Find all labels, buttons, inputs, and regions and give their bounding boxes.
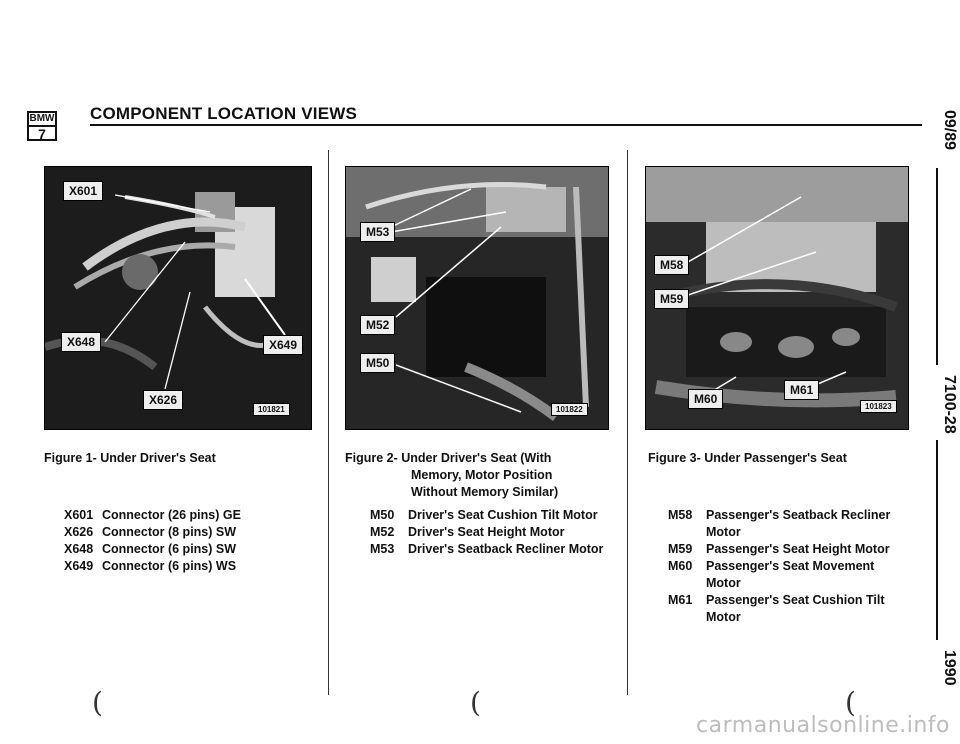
- legend-item: X601 Connector (26 pins) GE: [64, 507, 314, 524]
- legend-desc: Passenger's Seat Movement Motor: [706, 559, 875, 590]
- legend-code: M59: [668, 542, 693, 556]
- photo-number-1: 101821: [253, 403, 290, 416]
- legend-code: X601: [64, 508, 94, 522]
- callout-m52: M52: [360, 315, 396, 335]
- figure-3-caption: Figure 3- Under Passenger's Seat: [648, 451, 847, 465]
- legend-item: M50 Driver's Seat Cushion Tilt Motor: [370, 507, 620, 524]
- legend-desc: Driver's Seat Cushion Tilt Motor: [408, 508, 598, 522]
- callout-m50: M50: [360, 353, 396, 373]
- side-date-label: 09/89: [941, 110, 958, 151]
- legend-desc: Connector (8 pins) SW: [102, 525, 237, 539]
- legend-item: M58 Passenger's Seatback Recliner Motor: [668, 507, 893, 541]
- header-rule: [90, 124, 922, 126]
- callout-m59: M59: [654, 289, 690, 309]
- callout-m61: M61: [784, 380, 820, 400]
- legend-item: M61 Passenger's Seat Cushion Tilt Motor: [668, 592, 893, 626]
- side-rule-3: [936, 440, 938, 640]
- legend-desc: Passenger's Seatback Recliner Motor: [706, 508, 891, 539]
- legend-desc: Passenger's Seat Height Motor: [706, 542, 890, 556]
- watermark: carmanualsonline.info: [696, 713, 950, 738]
- figure-2-caption-line-3: Without Memory Similar): [411, 485, 559, 499]
- legend-code: M52: [370, 525, 395, 539]
- figure-2-photo: M53 M52 M50 101822: [345, 166, 609, 430]
- callout-m58: M58: [654, 255, 690, 275]
- page-title: COMPONENT LOCATION VIEWS: [90, 104, 358, 123]
- legend-code: X649: [64, 559, 94, 573]
- bmw-7-logo: BMW 7: [27, 111, 57, 142]
- column-divider-1: [328, 150, 329, 695]
- side-year-label: 1990: [941, 650, 958, 686]
- legend-item: M59 Passenger's Seat Height Motor: [668, 541, 893, 558]
- logo-series: 7: [38, 126, 46, 142]
- figure-1-photo: X601 X648 X649 X626 101821: [44, 166, 312, 430]
- legend-desc: Driver's Seat Height Motor: [408, 525, 565, 539]
- legend-code: X626: [64, 525, 94, 539]
- legend-desc: Passenger's Seat Cushion Tilt Motor: [706, 593, 885, 624]
- side-page-label: 7100-28: [941, 375, 958, 434]
- legend-item: X649 Connector (6 pins) WS: [64, 558, 314, 575]
- figure-1-caption: Figure 1- Under Driver's Seat: [44, 451, 216, 465]
- legend-item: X648 Connector (6 pins) SW: [64, 541, 314, 558]
- figure-3-photo: M58 M59 M60 M61 101823: [645, 166, 909, 430]
- callout-x649: X649: [263, 335, 304, 355]
- figure-3-legend: M58 Passenger's Seatback Recliner Motor M…: [668, 507, 893, 626]
- legend-desc: Connector (6 pins) SW: [102, 542, 237, 556]
- logo-brand: BMW: [29, 113, 55, 127]
- legend-item: M53 Driver's Seatback Recliner Motor: [370, 541, 620, 558]
- legend-desc: Driver's Seatback Recliner Motor: [408, 542, 604, 556]
- legend-code: M60: [668, 559, 693, 573]
- column-divider-2: [627, 150, 628, 695]
- legend-desc: Connector (6 pins) WS: [102, 559, 237, 573]
- side-rule-2: [936, 195, 938, 365]
- legend-item: M52 Driver's Seat Height Motor: [370, 524, 620, 541]
- legend-code: M50: [370, 508, 395, 522]
- side-rule-1: [936, 168, 938, 198]
- legend-code: M58: [668, 508, 693, 522]
- callout-m60: M60: [688, 389, 724, 409]
- callout-x601: X601: [63, 181, 104, 201]
- legend-item: M60 Passenger's Seat Movement Motor: [668, 558, 893, 592]
- binder-mark-right: (: [845, 686, 856, 719]
- legend-desc: Connector (26 pins) GE: [102, 508, 241, 522]
- callout-m53: M53: [360, 222, 396, 242]
- legend-item: X626 Connector (8 pins) SW: [64, 524, 314, 541]
- figure-2-caption-line-2: Memory, Motor Position: [411, 468, 553, 482]
- photo-number-3: 101823: [860, 400, 897, 413]
- figure-2-caption: Figure 2- Under Driver's Seat (With Memo…: [345, 450, 558, 501]
- legend-code: M53: [370, 542, 395, 556]
- figure-2-caption-line-1: Figure 2- Under Driver's Seat (With: [345, 451, 552, 465]
- legend-code: X648: [64, 542, 94, 556]
- binder-mark-left: (: [92, 686, 103, 719]
- callout-x626: X626: [143, 390, 184, 410]
- binder-mark-center: (: [470, 686, 481, 719]
- photo-number-2: 101822: [551, 403, 588, 416]
- legend-code: M61: [668, 593, 693, 607]
- callout-x648: X648: [61, 332, 102, 352]
